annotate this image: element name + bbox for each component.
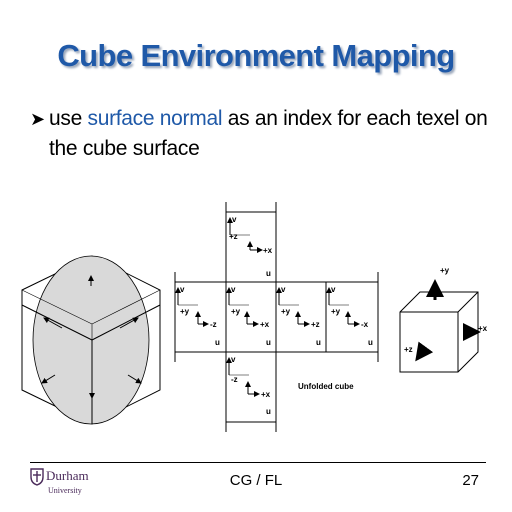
face-back-v-label: v [331, 285, 336, 294]
face-bottom-x-label: +x [261, 390, 271, 399]
axis-y-label: +y [440, 266, 450, 275]
face-left-v-label: v [180, 285, 185, 294]
face-back-x-label: -x [361, 320, 369, 329]
face-right-u-label: u [316, 338, 321, 347]
logo-subtitle: University [48, 486, 82, 495]
face-left-z-label: -z [210, 320, 217, 329]
face-top-z-label: +z [229, 232, 238, 241]
face-bottom-u-label: u [266, 407, 271, 416]
face-front-x-label: +x [260, 320, 270, 329]
face-bottom-v-label: v [231, 355, 236, 364]
bullet-text-post: as an index for each texel on the cube s… [49, 107, 488, 160]
face-front-y-label: +y [231, 307, 241, 316]
slide-title: Cube Environment Mapping [57, 38, 455, 73]
face-back-u-label: u [368, 338, 373, 347]
face-top: v +z +x u [227, 215, 273, 278]
axis-x-label: +x [478, 324, 488, 333]
face-bottom-z-label: -z [231, 375, 238, 384]
face-top-v-label: v [232, 215, 237, 224]
face-front-u-label: u [266, 338, 271, 347]
cube-axes-diagram: +y +x +z [399, 266, 488, 373]
face-bottom: v -z +x u [226, 355, 271, 416]
face-right-z-label: +z [311, 320, 320, 329]
durham-logo: Durham University [30, 466, 100, 500]
university-crest-icon [30, 468, 44, 486]
bullet-highlight: surface normal [87, 107, 223, 130]
face-front: v +y +x u [226, 285, 271, 347]
footer-divider [30, 462, 486, 463]
cube-mapping-figure: v +z +x u v +y -z u v +y +x u v +y +z u [21, 202, 488, 432]
axis-z-label: +z [404, 345, 413, 354]
face-back: v +y -x u [326, 285, 373, 347]
course-code: CG / FL [229, 472, 283, 489]
face-front-v-label: v [231, 285, 236, 294]
face-back-y-label: +y [331, 307, 341, 316]
face-left: v +y -z u [175, 285, 220, 347]
face-top-x-label: +x [263, 246, 273, 255]
bullet-text: use surface normal as an index for each … [49, 104, 499, 164]
unfolded-cube-caption: Unfolded cube [298, 382, 354, 391]
page-number: 27 [462, 472, 479, 489]
sphere-in-cube-diagram [21, 255, 161, 425]
bullet-arrow-icon: ➤ [30, 109, 45, 129]
logo-name: Durham [46, 468, 89, 483]
face-right-v-label: v [281, 285, 286, 294]
bullet-text-pre: use [49, 107, 88, 130]
face-left-u-label: u [215, 338, 220, 347]
face-top-u-label: u [266, 269, 271, 278]
face-right: v +y +z u [276, 285, 321, 347]
face-right-y-label: +y [281, 307, 291, 316]
unfolded-cube-diagram [174, 202, 379, 432]
face-left-y-label: +y [180, 307, 190, 316]
